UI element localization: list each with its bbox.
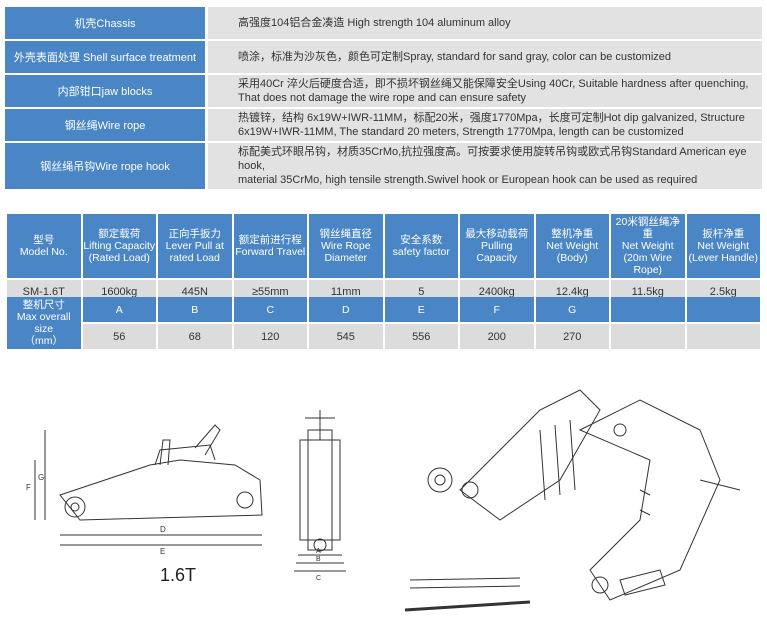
spec-header-line: 额定前进行程 xyxy=(238,234,302,246)
feature-value: 热镀锌，结构 6x19W+IWR-11MM，标配20米，强度1770Mpa，长度… xyxy=(208,109,762,141)
dimension-cell: 545 xyxy=(309,324,383,349)
dim-label-g: G xyxy=(38,473,44,482)
spec-header-line: (Lever Handle) xyxy=(688,252,758,264)
dimension-header: E xyxy=(384,297,458,322)
spec-header-line: 扳杆净重 xyxy=(702,228,745,240)
feature-row: 钢丝绳吊钩Wire rope hook 标配美式环眼吊钩，材质35CrMo,抗拉强… xyxy=(5,143,762,189)
side-view-drawing: D E F G xyxy=(26,424,263,556)
feature-row: 内部钳口jaw blocks 采用40Cr 淬火后硬度合适，即不损坏钢丝绳又能保障… xyxy=(5,75,762,107)
dim-label-e: E xyxy=(160,547,165,556)
spec-header-line: (20m Wire Rope) xyxy=(623,252,672,276)
dimensions-label-line: 整机尺寸 xyxy=(22,299,65,311)
feature-row: 机壳Chassis 高强度104铝合金凑造 High strength 104 a… xyxy=(5,7,762,39)
dimension-header: D xyxy=(309,297,383,322)
feature-value: 喷涂，标准为沙灰色，颜色可定制Spray, standard for sand … xyxy=(208,41,762,73)
feature-value: 标配美式环眼吊钩，材质35CrMo,抗拉强度高。可按要求使用旋转吊钩或欧式吊钩S… xyxy=(208,143,762,189)
dimension-header: A xyxy=(82,297,156,322)
feature-value-line: 采用40Cr 淬火后硬度合适，即不损坏钢丝绳又能保障安全Using 40Cr, … xyxy=(238,78,749,90)
dimensions-label-line: （mm） xyxy=(24,335,64,347)
dimension-header: G xyxy=(535,297,609,322)
feature-row: 钢丝绳Wire rope 热镀锌，结构 6x19W+IWR-11MM，标配20米，… xyxy=(5,109,762,141)
spec-header-line: 型号 xyxy=(33,234,55,246)
feature-label: 机壳Chassis xyxy=(5,7,208,39)
spec-header-line: Model No. xyxy=(19,246,68,258)
feature-label: 外壳表面处理 Shell surface treatment xyxy=(5,41,208,73)
spec-header-line: 钢丝绳直径 xyxy=(319,228,373,240)
dimension-header xyxy=(611,297,685,322)
spec-header-line: Diameter xyxy=(324,252,368,264)
technical-drawings: D E F G A B C xyxy=(26,389,741,612)
spec-header-line: 最大移动载荷 xyxy=(465,228,529,240)
dimension-header xyxy=(686,297,760,322)
dimension-cell xyxy=(611,324,685,349)
dim-label-b: B xyxy=(316,556,321,563)
feature-value-line: 6x19W+IWR-11MM, The standard 20 meters, … xyxy=(238,126,684,138)
dimension-cell: 200 xyxy=(460,324,534,349)
feature-value-line: That does not damage the wire rope and c… xyxy=(238,92,527,104)
dimension-header: C xyxy=(233,297,307,322)
features-table: 机壳Chassis 高强度104铝合金凑造 High strength 104 a… xyxy=(5,5,762,191)
dimension-cell: 56 xyxy=(82,324,156,349)
feature-value-line: 标配美式环眼吊钩，材质35CrMo,抗拉强度高。可按要求使用旋转吊钩或欧式吊钩S… xyxy=(238,146,747,172)
dimension-cell: 556 xyxy=(384,324,458,349)
spec-header-line: Net Weight xyxy=(546,240,599,252)
dimension-cell xyxy=(686,324,760,349)
drawing-caption: 1.6T xyxy=(160,565,197,585)
dim-label-c: C xyxy=(316,575,321,582)
front-view-drawing: A B C xyxy=(294,410,346,582)
feature-row: 外壳表面处理 Shell surface treatment 喷涂，标准为沙灰色，… xyxy=(5,41,762,73)
spec-header-line: Wire Rope xyxy=(320,240,371,252)
spec-header-line: (Rated Load) xyxy=(88,252,150,264)
dimensions-label-line: Max overall size xyxy=(16,311,71,335)
feature-value-line: 喷涂，标准为沙灰色，颜色可定制Spray, standard for sand … xyxy=(238,51,672,63)
spec-header-line: 安全系数 xyxy=(400,234,443,246)
dimension-cell: 68 xyxy=(158,324,232,349)
spec-header-line: 额定载荷 xyxy=(98,228,141,240)
dimension-cell: 120 xyxy=(233,324,307,349)
dim-label-d: D xyxy=(160,525,166,534)
spec-header-line: Lifting Capacity xyxy=(83,240,156,252)
feature-label: 内部钳口jaw blocks xyxy=(5,75,208,107)
spec-header-line: Forward Travel xyxy=(235,246,306,258)
dim-label-a: A xyxy=(316,548,321,555)
spec-header-line: 整机净重 xyxy=(551,228,594,240)
spec-header-line: Pulling Capacity xyxy=(476,240,518,264)
feature-value-line: 高强度104铝合金凑造 High strength 104 aluminum a… xyxy=(238,17,511,29)
dimension-cell: 270 xyxy=(535,324,609,349)
spec-header-line: rated Load xyxy=(169,252,220,264)
dimension-header: B xyxy=(158,297,232,322)
feature-label: 钢丝绳吊钩Wire rope hook xyxy=(5,143,208,189)
spec-header-line: Net Weight xyxy=(621,240,674,252)
exploded-view-drawing xyxy=(404,389,741,612)
spec-header-line: (Body) xyxy=(556,252,588,264)
feature-value: 采用40Cr 淬火后硬度合适，即不损坏钢丝绳又能保障安全Using 40Cr, … xyxy=(208,75,762,107)
spec-header-line: Lever Pull at xyxy=(165,240,224,252)
spec-header-line: 正向手扳力 xyxy=(168,228,222,240)
feature-label: 钢丝绳Wire rope xyxy=(5,109,208,141)
dimension-header: F xyxy=(460,297,534,322)
spec-header-line: Net Weight xyxy=(697,240,750,252)
dim-label-f: F xyxy=(26,483,31,492)
feature-value: 高强度104铝合金凑造 High strength 104 aluminum a… xyxy=(208,7,762,39)
feature-value-line: material 35CrMo, high tensile strength.S… xyxy=(238,174,698,186)
spec-header-line: 20米钢丝绳净重 xyxy=(615,216,680,240)
feature-value-line: 热镀锌，结构 6x19W+IWR-11MM，标配20米，强度1770Mpa，长度… xyxy=(238,112,745,124)
spec-header-line: safety factor xyxy=(392,246,450,258)
